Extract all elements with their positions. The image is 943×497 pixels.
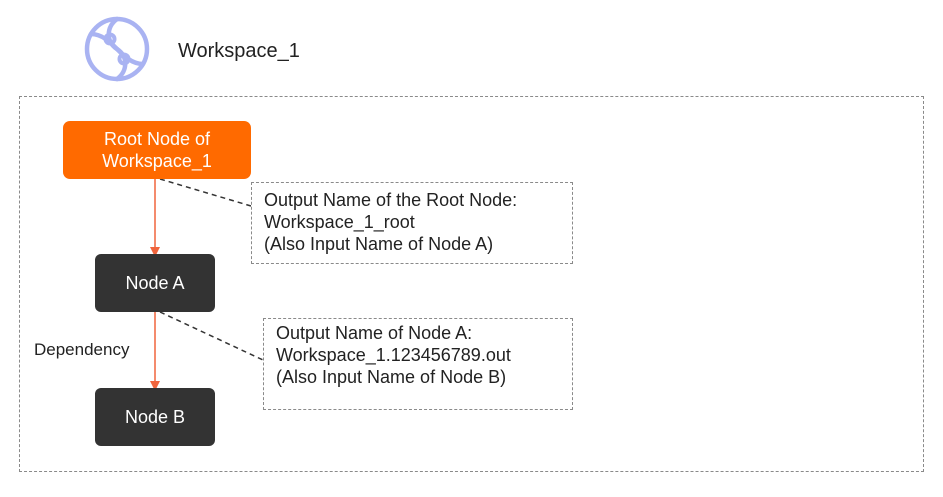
workspace-title: Workspace_1 <box>178 40 300 62</box>
dependency-label: Dependency <box>34 340 130 359</box>
node-a[interactable]: Node A <box>95 254 215 312</box>
root-output-note: Output Name of the Root Node: Workspace_… <box>251 182 573 264</box>
node-b[interactable]: Node B <box>95 388 215 446</box>
root-node[interactable]: Root Node of Workspace_1 <box>63 121 251 179</box>
workspace-logo-icon <box>84 16 150 82</box>
workspace-frame <box>19 96 924 472</box>
node-a-output-note: Output Name of Node A: Workspace_1.12345… <box>263 318 573 410</box>
